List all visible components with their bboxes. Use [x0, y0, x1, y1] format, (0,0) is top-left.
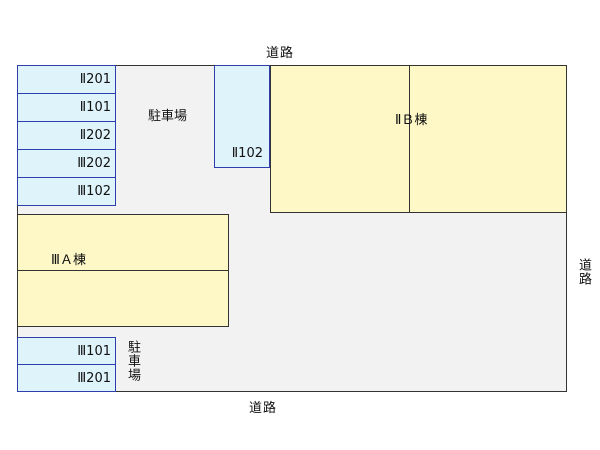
building-a-divider	[17, 270, 229, 271]
parking-label-upper: 駐車場	[148, 109, 188, 124]
road-label-right: 道路	[576, 258, 591, 286]
parking-space: Ⅱ201	[17, 65, 116, 94]
parking-space: Ⅱ101	[17, 93, 116, 122]
parking-space: Ⅱ202	[17, 121, 116, 150]
parking-label-lower: 駐車場	[125, 340, 140, 382]
road-label-bottom: 道路	[249, 401, 278, 416]
parking-space: Ⅲ202	[17, 149, 116, 178]
parking-space: Ⅱ102	[214, 65, 270, 168]
building-b-label: ⅡＢ棟	[395, 113, 428, 128]
parking-space: Ⅲ101	[17, 337, 116, 365]
road-label-top: 道路	[266, 46, 295, 61]
parking-space: Ⅲ201	[17, 364, 116, 392]
building-b	[270, 65, 567, 213]
parking-space: Ⅲ102	[17, 177, 116, 206]
building-a-label: ⅢＡ棟	[51, 253, 86, 268]
building-b-divider	[409, 65, 410, 213]
